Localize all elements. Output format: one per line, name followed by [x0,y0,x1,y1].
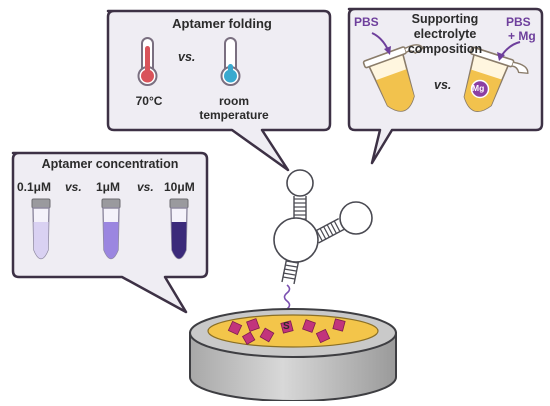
mg-badge-icon [470,79,490,99]
tube-mid-concentration-icon [101,198,121,260]
mg-badge-label: Mg [472,83,485,93]
thermometer-hot-icon [137,37,158,86]
folding-panel [106,9,332,172]
concentration-mid-label: 1μM [96,180,121,194]
pbs-left-label: PBS [354,15,379,29]
concentration-vs-1: vs. [65,180,82,194]
folding-vs-label: vs. [178,50,196,64]
electrolyte-title-line1: Supporting [411,12,479,26]
tube-low-concentration-icon [31,198,51,260]
electrode-icon [189,308,397,402]
electrolyte-panel [347,7,544,165]
mg-addition-label: + Mg [508,29,536,43]
thiol-label: S [283,321,290,332]
electrolyte-title-line3: composition [407,42,483,56]
electrolyte-vs-label: vs. [434,78,452,92]
concentration-vs-2: vs. [137,180,154,194]
concentration-high-label: 10μM [164,180,195,194]
pbs-tube-icon [362,44,425,112]
room-temperature-line2: temperature [199,108,269,122]
electrolyte-title: Supporting electrolyte composition [408,12,482,57]
room-temperature-label: room temperature [199,94,268,122]
pbs-right-label: PBS [506,15,531,29]
aptamer-structure [273,169,373,285]
concentration-title: Aptamer concentration [41,157,179,171]
concentration-low-label: 0.1μM [17,180,52,194]
folding-title: Aptamer folding [172,16,272,31]
hot-temperature-label: 70°C [135,94,163,108]
electrolyte-title-line2: electrolyte [413,27,477,41]
tube-high-concentration-icon [169,198,189,260]
thermometer-cold-icon [220,37,241,86]
room-temperature-line1: room [218,94,249,108]
